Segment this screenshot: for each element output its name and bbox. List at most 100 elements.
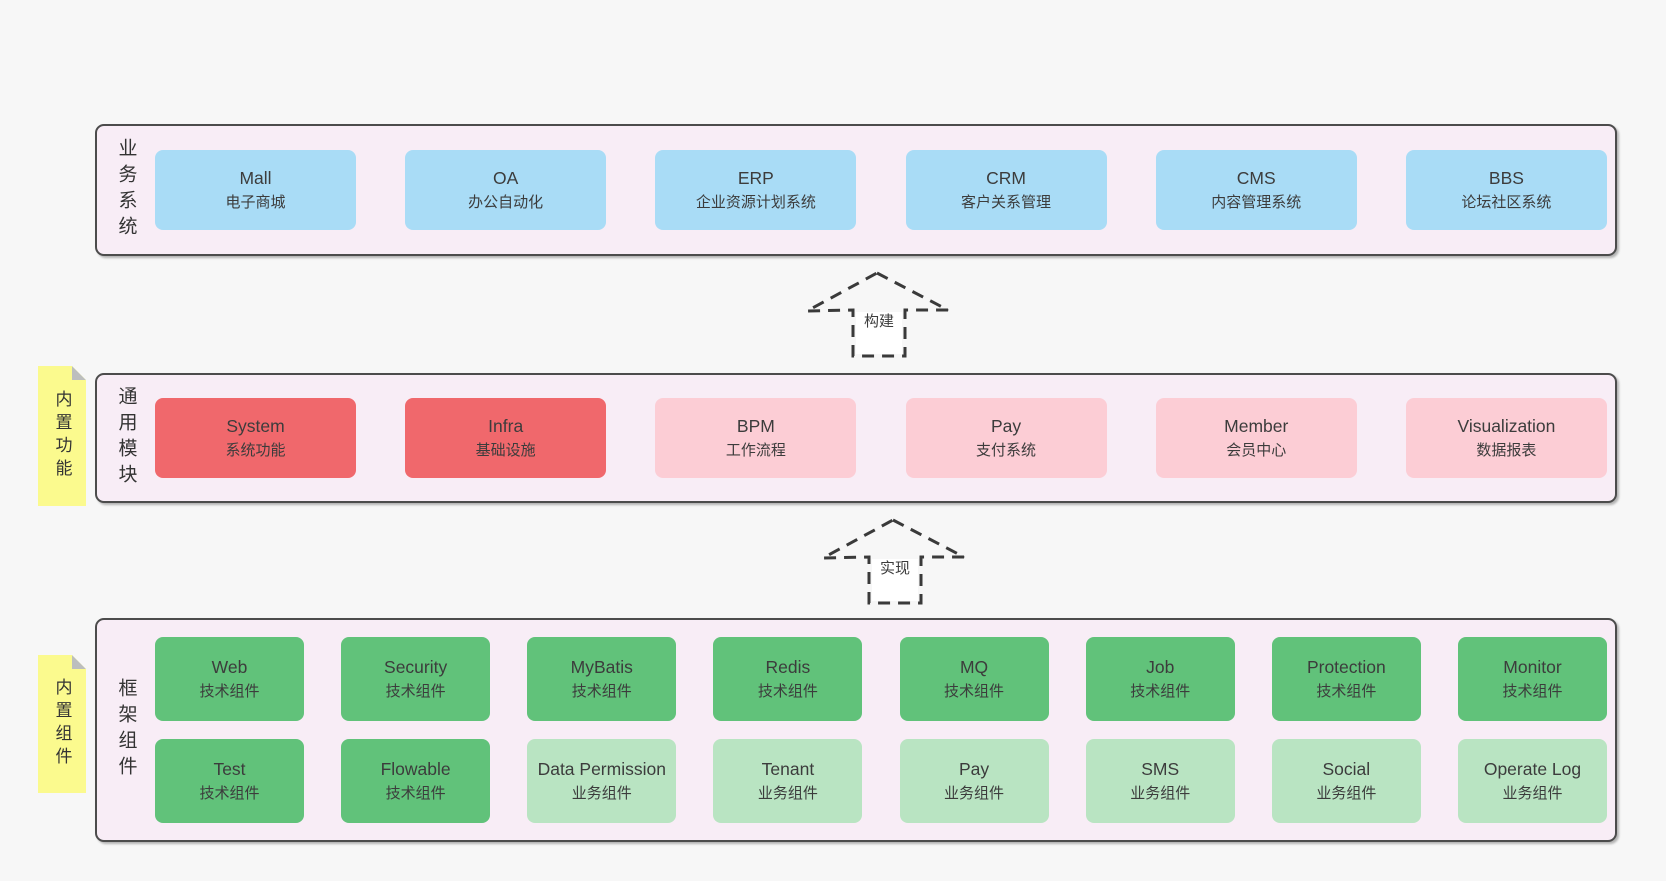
en-label: Tenant <box>761 759 815 779</box>
box-redis: Redis 技术组件 <box>713 637 863 721</box>
en-label: Mall <box>239 168 272 188</box>
box-monitor: Monitor 技术组件 <box>1457 637 1607 721</box>
en-label: Test <box>213 759 246 779</box>
zh-label: 业务组件 <box>1316 785 1377 802</box>
box-mall: Mall 电子商城 <box>155 150 356 230</box>
framework-components-rows: Web 技术组件 Security 技术组件 MyBatis 技术组件 Redi… <box>155 620 1615 840</box>
en-label: Member <box>1224 416 1289 436</box>
box-protection: Protection 技术组件 <box>1271 637 1421 721</box>
en-label: Social <box>1322 759 1371 779</box>
zh-label: 电子商城 <box>225 194 286 211</box>
implement-arrow-label: 实现 <box>872 559 918 601</box>
box-social: Social 业务组件 <box>1271 739 1421 823</box>
framework-components-panel: 框架组件 Web 技术组件 Security 技术组件 MyBatis 技术组件… <box>95 618 1617 842</box>
en-label: SMS <box>1141 759 1180 779</box>
box-mybatis: MyBatis 技术组件 <box>527 637 677 721</box>
zh-label: 企业资源计划系统 <box>695 194 816 211</box>
zh-label: 技术组件 <box>1130 683 1191 700</box>
sticky-label: 内置组件 <box>52 678 72 770</box>
zh-label: 支付系统 <box>976 442 1037 459</box>
builtin-features-sticky: 内置功能 <box>38 366 86 506</box>
box-sms: SMS 业务组件 <box>1085 739 1235 823</box>
zh-label: 技术组件 <box>571 683 632 700</box>
en-label: Security <box>384 657 448 677</box>
en-label: BBS <box>1488 168 1524 188</box>
zh-label: 业务组件 <box>1502 785 1563 802</box>
box-system: System 系统功能 <box>155 398 356 478</box>
zh-label: 会员中心 <box>1226 442 1287 459</box>
box-bpm: BPM 工作流程 <box>655 398 857 478</box>
zh-label: 业务组件 <box>757 785 818 802</box>
zh-label: 技术组件 <box>199 785 260 802</box>
framework-row-1: Web 技术组件 Security 技术组件 MyBatis 技术组件 Redi… <box>155 637 1607 721</box>
box-job: Job 技术组件 <box>1085 637 1235 721</box>
zh-label: 技术组件 <box>385 785 446 802</box>
business-systems-rows: Mall 电子商城 OA 办公自动化 ERP 企业资源计划系统 CRM 客户关系… <box>155 126 1615 254</box>
dashed-up-arrow-icon <box>822 518 965 605</box>
zh-label: 办公自动化 <box>468 194 544 211</box>
box-pay-component: Pay 业务组件 <box>899 739 1049 823</box>
zh-label: 业务组件 <box>1130 785 1191 802</box>
en-label: Pay <box>958 759 990 779</box>
en-label: Infra <box>488 416 524 436</box>
en-label: Operate Log <box>1483 759 1582 779</box>
box-security: Security 技术组件 <box>341 637 491 721</box>
en-label: Monitor <box>1503 657 1562 677</box>
en-label: Protection <box>1306 657 1386 677</box>
en-label: Visualization <box>1457 416 1556 436</box>
zh-label: 技术组件 <box>199 683 260 700</box>
box-tenant: Tenant 业务组件 <box>713 739 863 823</box>
en-label: MyBatis <box>570 657 633 677</box>
en-label: BPM <box>736 416 775 436</box>
dashed-up-arrow-icon <box>806 271 949 358</box>
framework-row-2: Test 技术组件 Flowable 技术组件 Data Permission … <box>155 739 1607 823</box>
builtin-components-sticky: 内置组件 <box>38 655 86 793</box>
box-cms: CMS 内容管理系统 <box>1155 150 1357 230</box>
en-label: ERP <box>737 168 774 188</box>
zh-label: 业务组件 <box>571 785 632 802</box>
sticky-fold-corner <box>72 366 86 380</box>
en-label: Flowable <box>380 759 451 779</box>
zh-label: 技术组件 <box>944 683 1005 700</box>
business-systems-row: Mall 电子商城 OA 办公自动化 ERP 企业资源计划系统 CRM 客户关系… <box>155 150 1607 230</box>
zh-label: 数据报表 <box>1476 442 1537 459</box>
build-arrow-label: 构建 <box>856 312 902 354</box>
box-operate-log: Operate Log 业务组件 <box>1457 739 1607 823</box>
business-systems-panel: 业务系统 Mall 电子商城 OA 办公自动化 ERP 企业资源计划系统 CRM… <box>95 124 1617 256</box>
box-test: Test 技术组件 <box>155 739 304 823</box>
en-label: Pay <box>990 416 1022 436</box>
en-label: CMS <box>1236 168 1276 188</box>
common-modules-row: System 系统功能 Infra 基础设施 BPM 工作流程 Pay 支付系统… <box>155 398 1607 478</box>
build-arrow: 构建 <box>806 270 952 358</box>
box-bbs: BBS 论坛社区系统 <box>1405 150 1607 230</box>
sticky-label: 内置功能 <box>52 390 72 482</box>
box-oa: OA 办公自动化 <box>405 150 607 230</box>
en-label: CRM <box>986 168 1026 188</box>
business-systems-label: 业务系统 <box>115 138 137 242</box>
sticky-fold-corner <box>72 655 86 669</box>
en-label: OA <box>493 168 519 188</box>
box-web: Web 技术组件 <box>155 637 304 721</box>
zh-label: 内容管理系统 <box>1211 194 1302 211</box>
box-erp: ERP 企业资源计划系统 <box>655 150 857 230</box>
en-label: Job <box>1146 657 1175 677</box>
zh-label: 技术组件 <box>1316 683 1377 700</box>
zh-label: 客户关系管理 <box>961 194 1052 211</box>
box-pay-module: Pay 支付系统 <box>905 398 1107 478</box>
common-modules-rows: System 系统功能 Infra 基础设施 BPM 工作流程 Pay 支付系统… <box>155 375 1615 501</box>
en-label: System <box>226 416 285 436</box>
implement-arrow: 实现 <box>822 517 968 605</box>
zh-label: 基础设施 <box>475 442 536 459</box>
box-infra: Infra 基础设施 <box>405 398 607 478</box>
box-flowable: Flowable 技术组件 <box>341 739 491 823</box>
box-mq: MQ 技术组件 <box>899 637 1049 721</box>
zh-label: 系统功能 <box>225 442 286 459</box>
common-modules-label: 通用模块 <box>115 386 137 490</box>
zh-label: 技术组件 <box>757 683 818 700</box>
box-member: Member 会员中心 <box>1155 398 1357 478</box>
box-data-permission: Data Permission 业务组件 <box>527 739 677 823</box>
en-label: MQ <box>959 657 989 677</box>
en-label: Web <box>211 657 248 677</box>
zh-label: 技术组件 <box>385 683 446 700</box>
